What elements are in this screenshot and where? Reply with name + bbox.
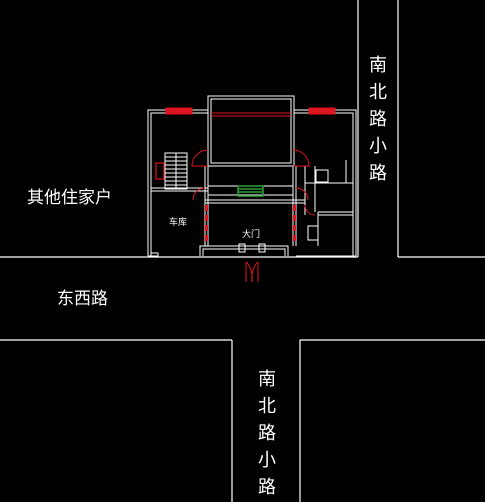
label-north-south-lane-bottom: 南北路小路 — [258, 369, 276, 498]
window-top-left — [165, 107, 193, 115]
fixture-right — [315, 169, 329, 183]
green-steps — [237, 185, 264, 197]
red-markings — [155, 107, 336, 283]
front-wall-mid — [199, 245, 289, 256]
central-bay — [207, 95, 295, 167]
main-gate-swing-left — [245, 261, 253, 283]
fixture-right — [307, 225, 319, 241]
label-garage: 车库 — [169, 218, 188, 228]
green-step-block — [237, 185, 264, 197]
gate-post-right — [258, 243, 266, 253]
label-east-west-road: 东西路 — [57, 289, 108, 309]
label-other-households: 其他住家户 — [27, 188, 112, 208]
red-side-mark — [155, 162, 165, 180]
front-wall-left — [148, 252, 159, 257]
central-bay-inner — [210, 98, 292, 164]
door-arc-mid-left — [192, 187, 206, 201]
gate-post-left — [238, 243, 246, 253]
door-arc-left — [191, 149, 209, 167]
front-wall-mid-inner — [202, 248, 286, 256]
door-arc-center — [292, 149, 310, 167]
window-top-right — [308, 107, 336, 115]
label-main-gate: 大门 — [242, 230, 261, 240]
outer-wall-right-inner — [294, 112, 354, 256]
door-arc-mid-right — [295, 187, 309, 201]
main-gate-swing-right — [251, 261, 259, 283]
outer-wall-left — [147, 109, 208, 256]
label-north-south-lane-top: 南北路小路 — [369, 55, 387, 184]
door-arc-small — [304, 204, 316, 216]
